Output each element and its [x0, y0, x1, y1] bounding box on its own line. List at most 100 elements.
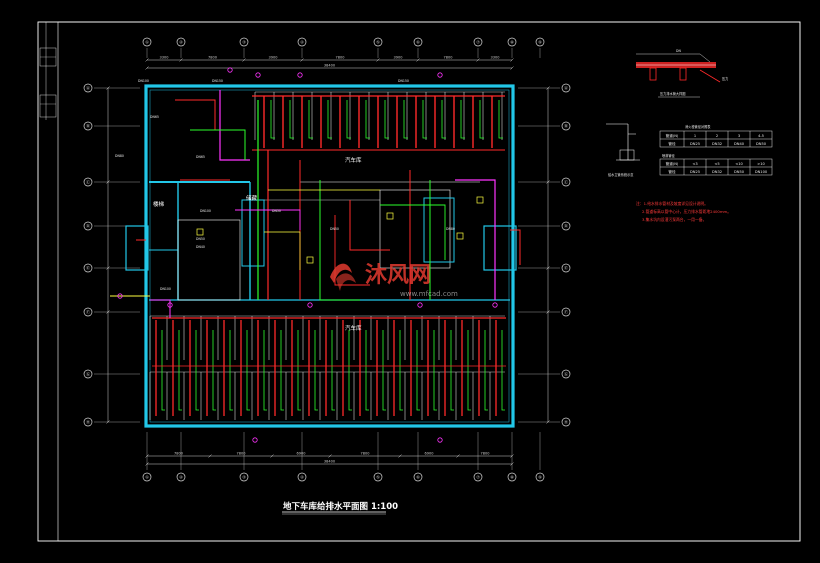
pipe-size-label: DN65: [196, 155, 205, 159]
pipe-size-label: DN50: [330, 227, 339, 231]
table1-header: 2: [716, 134, 718, 138]
axis-label: ⑦: [476, 40, 480, 45]
dim-tick: [242, 58, 246, 62]
pressure-drain-detail: DN 压力 压力排水管大样图: [636, 49, 728, 98]
dim-tick: [546, 86, 550, 90]
axis-label: ⑤: [376, 40, 380, 45]
dim-tick: [106, 310, 110, 314]
valve-icon: [437, 437, 443, 443]
dim-tick: [106, 420, 110, 424]
dim-text: 7800: [336, 56, 345, 60]
drain-pipe-branch: [467, 330, 471, 411]
dim-text: 3900: [394, 56, 403, 60]
dim-text: 38400: [324, 460, 335, 464]
fixture-icon: [386, 212, 394, 220]
axis-label: Ⓖ: [86, 371, 90, 377]
axis-bubble: [239, 472, 249, 482]
pipe-size-table-2: 喷淋管径 管道(N) <3 <5 <10 >10 管径 DN25 DN32 DN…: [659, 153, 773, 176]
dim-tick: [510, 454, 514, 458]
drain-pipe-branch: [280, 330, 284, 411]
drain-pipe-branch: [450, 330, 454, 411]
drain-pipe-branch: [246, 330, 250, 411]
watermark-logo-icon: [330, 263, 352, 283]
axis-label: Ⓒ: [564, 179, 568, 185]
drain-pipe-branch: [331, 330, 335, 411]
pipe-size-label: DN100: [160, 287, 171, 291]
axis-label: Ⓕ: [564, 309, 568, 315]
drain-pipe-branch: [365, 100, 370, 139]
watermark-text: 沐风网: [365, 263, 431, 288]
axis-label: ③: [242, 475, 246, 480]
axis-bubble: [176, 472, 186, 482]
dim-tick: [328, 454, 332, 458]
pipe-size-label: DN40: [196, 245, 205, 249]
pump-drain-magenta: [219, 90, 250, 161]
drain-pipe-branch: [229, 330, 233, 411]
detail-title: 压力排水管大样图: [660, 91, 686, 96]
axis-label: Ⓕ: [86, 309, 90, 315]
valve-icon: [492, 302, 498, 308]
axis-bubble: [83, 307, 93, 317]
table1-cell: 管径: [668, 141, 676, 146]
drain-pipe-branch: [289, 100, 294, 139]
axis-label: ④: [300, 475, 304, 480]
axis-bubble: [83, 121, 93, 131]
table2-header: <10: [735, 162, 743, 166]
axis-label: Ⓐ: [564, 85, 568, 91]
axis-label: ③: [242, 40, 246, 45]
drawing-inner-border: [57, 21, 801, 542]
axis-bubble: [373, 472, 383, 482]
dim-text: 3300: [491, 56, 500, 60]
table2-header: <5: [714, 162, 719, 166]
valve-icon: [117, 293, 123, 299]
axis-bubble: [373, 37, 383, 47]
drain-pipe-branch: [501, 330, 505, 411]
axis-label: ⑨: [538, 475, 542, 480]
axis-bubble: [83, 221, 93, 231]
drain-pipe-branch: [441, 100, 446, 139]
axis-bubble: [83, 263, 93, 273]
axis-label: Ⓖ: [564, 371, 568, 377]
axis-bubble: [413, 37, 423, 47]
pipe-size-label: DN150: [398, 79, 409, 83]
axis-bubble: [561, 417, 571, 427]
dim-text: 3300: [160, 56, 169, 60]
fixture-icon: [476, 196, 484, 204]
dim-tick: [179, 58, 183, 62]
axis-bubble: [561, 121, 571, 131]
dim-tick: [145, 462, 149, 466]
valve-icon: [252, 437, 258, 443]
axis-bubble: [142, 472, 152, 482]
pipe-red: [175, 99, 216, 130]
dim-tick: [416, 58, 420, 62]
valve-icon: [307, 302, 313, 308]
dim-tick: [456, 454, 460, 458]
axis-label: Ⓗ: [564, 419, 568, 425]
drain-pipe-branch: [479, 100, 484, 139]
dim-tick: [510, 58, 514, 62]
pump-drain-magenta: [455, 179, 496, 300]
dim-tick: [510, 462, 514, 466]
pipe-size-label: DN100: [138, 79, 149, 83]
table1-cell: DN32: [712, 142, 722, 146]
table2-cell: 管径: [668, 169, 676, 174]
table2-title: 喷淋管径: [662, 153, 676, 158]
room-label-storage: 储藏: [246, 194, 258, 202]
pipe-red: [510, 229, 521, 265]
table2-cell: DN25: [690, 170, 700, 174]
axis-label: ①: [145, 40, 149, 45]
axis-label: ②: [179, 475, 183, 480]
dim-tick: [106, 180, 110, 184]
pipe-size-label: DN50: [272, 209, 281, 213]
fixture-icon: [456, 232, 464, 240]
drain-pipe-branch: [308, 100, 313, 139]
design-notes: 注：1.给水排水管材及坡度详见设计说明。 2.管道标高以管中心计，压力排水管距地…: [636, 201, 731, 222]
dim-tick: [208, 454, 212, 458]
fixture-icon: [306, 256, 314, 264]
axis-label: Ⓒ: [86, 179, 90, 185]
riser-green: [319, 180, 360, 301]
pipe-green: [190, 129, 246, 160]
dim-text: 7800: [444, 56, 453, 60]
